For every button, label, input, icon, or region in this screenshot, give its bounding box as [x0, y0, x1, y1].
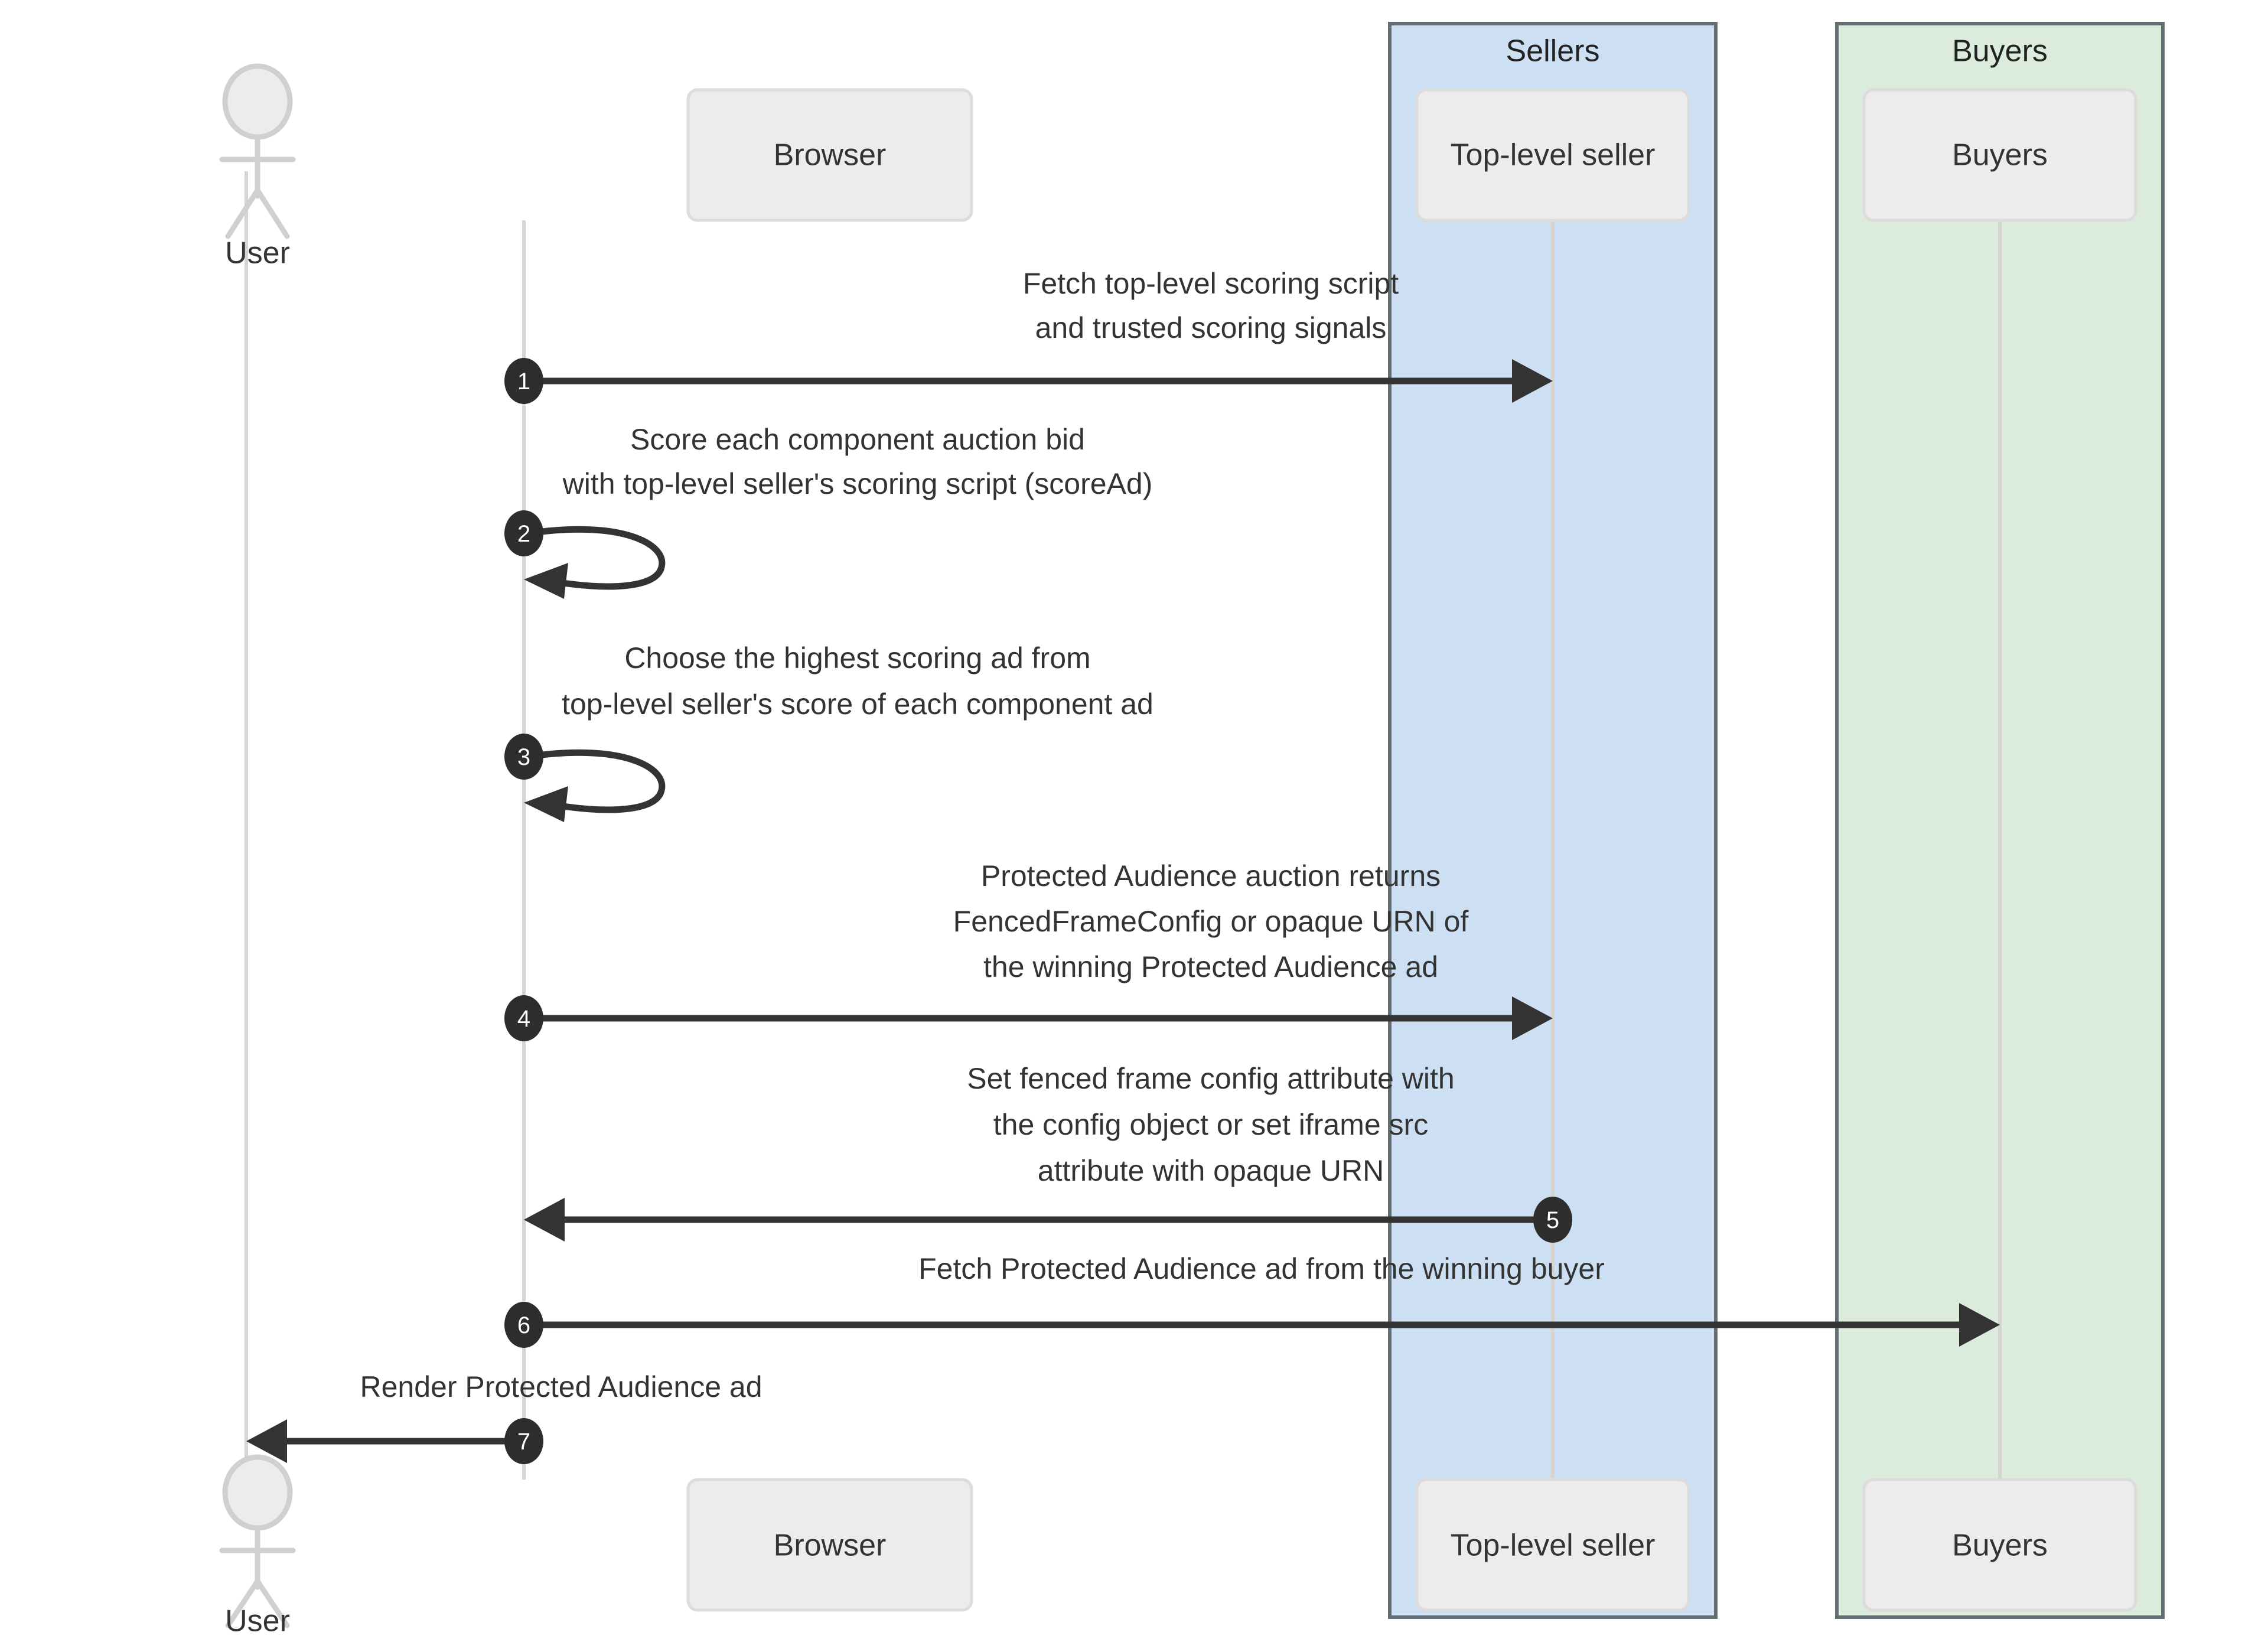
- message-1-number-bubble: [504, 358, 543, 404]
- message-2-loop: [528, 526, 666, 590]
- message-5-line-2: the config object or set iframe src: [993, 1108, 1428, 1141]
- actor-browser-bottom[interactable]: Browser: [686, 1478, 973, 1612]
- actor-buyer-bottom-box: [1862, 1478, 2137, 1612]
- actor-seller-bottom-label: Top-level seller: [1451, 1529, 1656, 1563]
- message-4-arrowhead: [1512, 996, 1553, 1040]
- actor-user-bottom-label: User: [225, 1604, 290, 1638]
- actor-buyer-top-label: Buyers: [1952, 138, 2048, 172]
- message-3[interactable]: Choose the highest scoring ad from top-l…: [504, 641, 1153, 822]
- message-7-line-1: Render Protected Audience ad: [360, 1370, 762, 1403]
- actor-seller-bottom[interactable]: Top-level seller: [1415, 1478, 1690, 1612]
- message-4[interactable]: Protected Audience auction returns Fence…: [504, 859, 1553, 1041]
- actor-buyer-top-box: [1862, 88, 2137, 222]
- message-3-loop: [528, 749, 666, 813]
- actor-seller-top[interactable]: Top-level seller: [1415, 88, 1690, 222]
- message-6[interactable]: Fetch Protected Audience ad from the win…: [504, 1252, 2000, 1348]
- actor-buyer-bottom-label: Buyers: [1952, 1529, 2048, 1563]
- actor-seller-bottom-box: [1415, 1478, 1690, 1612]
- actor-user-bottom[interactable]: User: [219, 1454, 296, 1638]
- user-head-icon: [222, 63, 293, 140]
- message-2-line-2: with top-level seller's scoring script (…: [562, 467, 1153, 500]
- message-5-line-3: attribute with opaque URN: [1038, 1154, 1384, 1187]
- message-4-line-1: Protected Audience auction returns: [981, 859, 1441, 892]
- message-2-number: 2: [517, 521, 530, 547]
- message-1-line-2: and trusted scoring signals: [1035, 311, 1387, 344]
- group-sellers-title: Sellers: [1506, 34, 1600, 69]
- actor-seller-top-label: Top-level seller: [1451, 138, 1656, 172]
- group-buyers-title: Buyers: [1952, 34, 2048, 69]
- user-head-bottom-icon: [222, 1454, 293, 1531]
- actor-user-top-label: User: [225, 236, 290, 271]
- message-3-number-bubble: [504, 734, 543, 780]
- message-1-line-1: Fetch top-level scoring script: [1023, 267, 1399, 300]
- message-7[interactable]: Render Protected Audience ad 7: [246, 1370, 762, 1464]
- message-1[interactable]: Fetch top-level scoring script and trust…: [504, 267, 1553, 404]
- actor-browser-top[interactable]: Browser: [686, 88, 973, 222]
- message-3-line-2: top-level seller's score of each compone…: [562, 688, 1153, 721]
- message-7-arrowhead: [246, 1419, 287, 1463]
- message-2-line-1: Score each component auction bid: [630, 423, 1085, 456]
- message-7-number: 7: [517, 1429, 530, 1455]
- message-4-number: 4: [517, 1006, 530, 1032]
- message-6-arrowhead: [1959, 1303, 2000, 1347]
- message-3-arrowhead: [524, 786, 568, 822]
- message-1-number: 1: [517, 369, 530, 395]
- actor-browser-top-label: Browser: [774, 138, 887, 172]
- message-4-number-bubble: [504, 995, 543, 1041]
- actor-buyer-top[interactable]: Buyers: [1862, 88, 2137, 222]
- user-left-leg-bottom-icon: [225, 1578, 260, 1628]
- message-5-number: 5: [1546, 1207, 1559, 1233]
- message-7-number-bubble: [504, 1418, 543, 1464]
- actor-buyer-bottom[interactable]: Buyers: [1862, 1478, 2137, 1612]
- message-1-arrowhead: [1512, 359, 1553, 403]
- user-right-leg-icon: [255, 187, 290, 239]
- message-5-number-bubble: [1533, 1197, 1572, 1243]
- message-5-arrowhead: [524, 1198, 565, 1242]
- message-3-line-1: Choose the highest scoring ad from: [624, 641, 1090, 675]
- message-3-number: 3: [517, 744, 530, 770]
- actor-browser-bottom-box: [686, 1478, 973, 1612]
- actor-seller-top-box: [1415, 88, 1690, 222]
- user-left-leg-icon: [225, 187, 260, 239]
- message-6-number-bubble: [504, 1302, 543, 1348]
- user-right-leg-bottom-icon: [255, 1578, 290, 1628]
- actor-browser-bottom-label: Browser: [774, 1529, 887, 1563]
- message-2-number-bubble: [504, 510, 543, 556]
- message-4-line-3: the winning Protected Audience ad: [983, 950, 1438, 983]
- message-6-line-1: Fetch Protected Audience ad from the win…: [918, 1252, 1605, 1285]
- message-2[interactable]: Score each component auction bid with to…: [504, 423, 1152, 599]
- message-5[interactable]: Set fenced frame config attribute with t…: [524, 1062, 1572, 1243]
- message-4-line-2: FencedFrameConfig or opaque URN of: [953, 905, 1469, 938]
- message-6-number: 6: [517, 1312, 530, 1338]
- message-2-arrowhead: [524, 563, 568, 599]
- actor-user-top[interactable]: User: [219, 63, 296, 271]
- message-5-line-1: Set fenced frame config attribute with: [967, 1062, 1454, 1095]
- actor-browser-top-box: [686, 88, 973, 222]
